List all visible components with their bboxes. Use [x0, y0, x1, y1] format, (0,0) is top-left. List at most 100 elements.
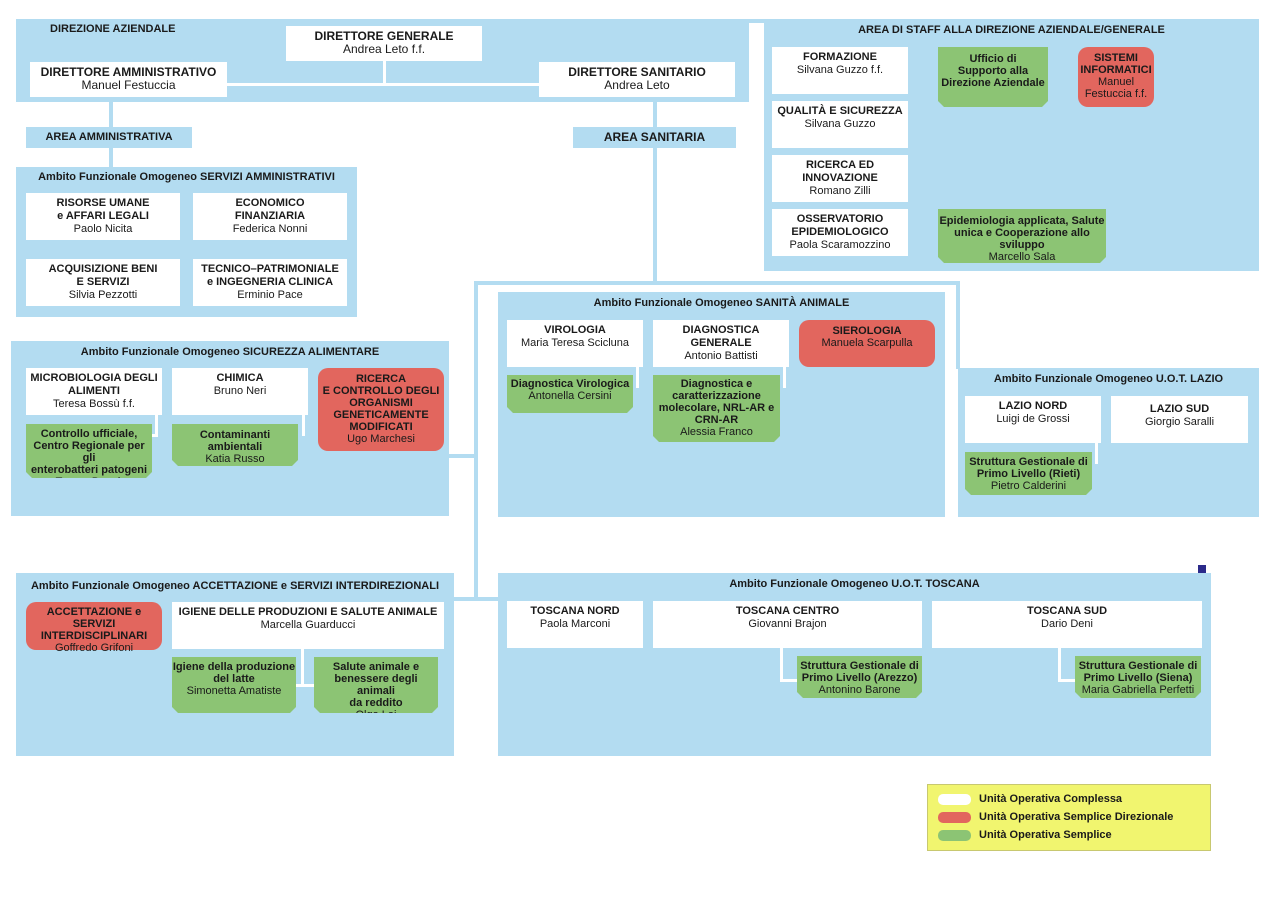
contaminanti-ambientali[interactable]: Contaminanti ambientali Katia Russo — [172, 424, 298, 466]
connector — [449, 454, 477, 458]
direzione-label: DIREZIONE AZIENDALE — [50, 23, 176, 35]
connector — [155, 414, 158, 436]
controllo-line: Controllo ufficiale, — [40, 428, 138, 440]
sierologia[interactable]: SIEROLOGIA Manuela Scarpulla — [799, 320, 935, 367]
legend-swatch-green — [938, 829, 971, 841]
osservatorio-name: Paola Scaramozzino — [789, 239, 891, 251]
arezzo-line: Struttura Gestionale di — [800, 660, 919, 672]
tecnico-patrimoniale[interactable]: TECNICO–PATRIMONIALE e INGEGNERIA CLINIC… — [193, 259, 347, 306]
chimica[interactable]: CHIMICA Bruno Neri — [172, 368, 308, 415]
epidemiologia-applicata[interactable]: Epidemiologia applicata, Salute unica e … — [938, 209, 1106, 263]
rieti-name: Pietro Calderini — [990, 480, 1067, 492]
toscana-sud[interactable]: TOSCANA SUD Dario Deni — [932, 601, 1202, 648]
virologia[interactable]: VIROLOGIA Maria Teresa Scicluna — [507, 320, 643, 367]
connector — [636, 366, 639, 388]
connector — [150, 434, 158, 437]
epidemio-name: Marcello Sala — [988, 251, 1056, 263]
contaminanti-name: Katia Russo — [205, 453, 265, 465]
area-amministrativa[interactable]: AREA AMMINISTRATIVA — [26, 127, 192, 148]
qualita-name: Silvana Guzzo — [804, 118, 876, 130]
toscana-centro-title: TOSCANA CENTRO — [735, 605, 840, 617]
ricerca-innovazione[interactable]: RICERCA ED INNOVAZIONE Romano Zilli — [772, 155, 908, 202]
direttore-amministrativo[interactable]: DIRETTORE AMMINISTRATIVO Manuel Festucci… — [30, 62, 227, 97]
connector — [454, 597, 500, 601]
ds-name: Andrea Leto — [604, 78, 670, 92]
sistemi-line: INFORMATICI — [1080, 64, 1152, 76]
acquisizione-line: E SERVIZI — [76, 276, 130, 288]
marker-square — [1198, 565, 1206, 573]
sanita-title: Ambito Funzionale Omogeneo SANITÀ ANIMAL… — [593, 297, 850, 309]
controllo-line: enterobatteri patogeni — [30, 464, 148, 476]
toscana-centro[interactable]: TOSCANA CENTRO Giovanni Brajon — [653, 601, 922, 648]
diagnostica-virologica[interactable]: Diagnostica Virologica Antonella Cersini — [507, 375, 633, 413]
virologia-name: Maria Teresa Scicluna — [520, 337, 629, 349]
diagnostica-generale[interactable]: DIAGNOSTICA GENERALE Antonio Battisti — [653, 320, 789, 367]
acc-line: ACCETTAZIONE e SERVIZI — [46, 606, 142, 630]
diagcar-line: CRN-AR — [694, 414, 739, 426]
direttore-generale[interactable]: DIRETTORE GENERALE Andrea Leto f.f. — [286, 26, 482, 61]
risorse-name: Paolo Nicita — [73, 223, 133, 235]
micro-line: MICROBIOLOGIA DEGLI — [30, 372, 158, 384]
legend-swatch-white — [938, 793, 971, 805]
da-name: Manuel Festuccia — [81, 78, 176, 92]
ds-title: DIRETTORE SANITARIO — [568, 65, 706, 79]
salute-animale[interactable]: Salute animale e benessere degli animali… — [314, 657, 438, 713]
lazio-nord[interactable]: LAZIO NORD Luigi de Grossi — [965, 396, 1101, 443]
struttura-siena[interactable]: Struttura Gestionale di Primo Livello (S… — [1075, 656, 1201, 698]
microbiologia-alimenti[interactable]: MICROBIOLOGIA DEGLI ALIMENTI Teresa Boss… — [26, 368, 162, 415]
diagcar-line: caratterizzazione — [672, 390, 761, 402]
da-title: DIRETTORE AMMINISTRATIVO — [40, 65, 217, 79]
ogm-line: RICERCA — [355, 373, 407, 385]
qualita-sicurezza[interactable]: QUALITÀ E SICUREZZA Silvana Guzzo — [772, 101, 908, 148]
connector — [109, 148, 113, 168]
connector — [301, 648, 304, 686]
ogm-name: Ugo Marchesi — [347, 433, 415, 445]
struttura-rieti[interactable]: Struttura Gestionale di Primo Livello (R… — [965, 452, 1092, 495]
toscana-title: Ambito Funzionale Omogeneo U.O.T. TOSCAN… — [729, 578, 980, 590]
acc-name: Goffredo Grifoni — [54, 642, 134, 654]
area-sanitaria[interactable]: AREA SANITARIA — [573, 127, 736, 148]
risorse-umane[interactable]: RISORSE UMANE e AFFARI LEGALI Paolo Nici… — [26, 193, 180, 240]
ogm-line: ORGANISMI — [349, 397, 413, 409]
legend: Unità Operativa Complessa Unità Operativ… — [927, 784, 1211, 851]
arezzo-name: Antonino Barone — [818, 684, 901, 696]
diagnostica-caratterizzazione[interactable]: Diagnostica e caratterizzazione molecola… — [653, 375, 780, 442]
risorse-line: e AFFARI LEGALI — [57, 210, 149, 222]
ogm-line: GENETICAMENTE — [333, 409, 429, 421]
connector — [383, 60, 386, 84]
toscana-nord[interactable]: TOSCANA NORD Paola Marconi — [507, 601, 643, 648]
ricerca-title: RICERCA ED — [805, 159, 875, 171]
legend-item-directional: Unità Operativa Semplice Direzionale — [938, 811, 1173, 823]
sistemi-informatici[interactable]: SISTEMI INFORMATICI Manuel Festuccia f.f… — [1078, 47, 1154, 107]
economico-finanziaria[interactable]: ECONOMICO FINANZIARIA Federica Nonni — [193, 193, 347, 240]
acc-line: INTERDISCIPLINARI — [40, 630, 148, 642]
ricerca-ogm[interactable]: RICERCA E CONTROLLO DEGLI ORGANISMI GENE… — [318, 368, 444, 451]
osservatorio-title-2: EPIDEMIOLOGICO — [791, 226, 889, 238]
diaggen-name: Antonio Battisti — [684, 350, 758, 362]
ricerca-name: Romano Zilli — [809, 185, 871, 197]
accettazione-title: Ambito Funzionale Omogeneo ACCETTAZIONE … — [30, 580, 440, 592]
controllo-line: Centro Regionale per gli — [33, 440, 145, 464]
igiene-latte[interactable]: Igiene della produzione del latte Simone… — [172, 657, 296, 713]
chimica-name: Bruno Neri — [213, 385, 267, 397]
formazione[interactable]: FORMAZIONE Silvana Guzzo f.f. — [772, 47, 908, 94]
ufficio-line: Ufficio di — [969, 53, 1017, 65]
latte-line: Igiene della produzione — [172, 661, 296, 673]
virologia-title: VIROLOGIA — [544, 324, 606, 336]
direttore-sanitario[interactable]: DIRETTORE SANITARIO Andrea Leto — [539, 62, 735, 97]
diagcar-line: Diagnostica e — [680, 378, 753, 390]
micro-name: Teresa Bossù f.f. — [53, 398, 135, 410]
servizi-amministrativi-title: Ambito Funzionale Omogeneo SERVIZI AMMIN… — [38, 171, 335, 183]
diagvir-name: Antonella Cersini — [528, 390, 612, 402]
staff-title: AREA DI STAFF ALLA DIREZIONE AZIENDALE/G… — [858, 24, 1165, 36]
osservatorio-epidemiologico[interactable]: OSSERVATORIO EPIDEMIOLOGICO Paola Scaram… — [772, 209, 908, 256]
accettazione-servizi[interactable]: ACCETTAZIONE e SERVIZI INTERDISCIPLINARI… — [26, 602, 162, 654]
toscana-nord-title: TOSCANA NORD — [530, 605, 620, 617]
ufficio-supporto[interactable]: Ufficio di Supporto alla Direzione Azien… — [938, 47, 1048, 107]
lazio-sud[interactable]: LAZIO SUD Giorgio Saralli — [1111, 396, 1248, 443]
struttura-arezzo[interactable]: Struttura Gestionale di Primo Livello (A… — [797, 656, 922, 698]
igiene-produzioni[interactable]: IGIENE DELLE PRODUZIONI E SALUTE ANIMALE… — [172, 602, 444, 649]
sierologia-title: SIEROLOGIA — [832, 325, 902, 337]
controllo-ufficiale[interactable]: Controllo ufficiale, Centro Regionale pe… — [26, 424, 152, 478]
acquisizione-beni[interactable]: ACQUISIZIONE BENI E SERVIZI Silvia Pezzo… — [26, 259, 180, 306]
